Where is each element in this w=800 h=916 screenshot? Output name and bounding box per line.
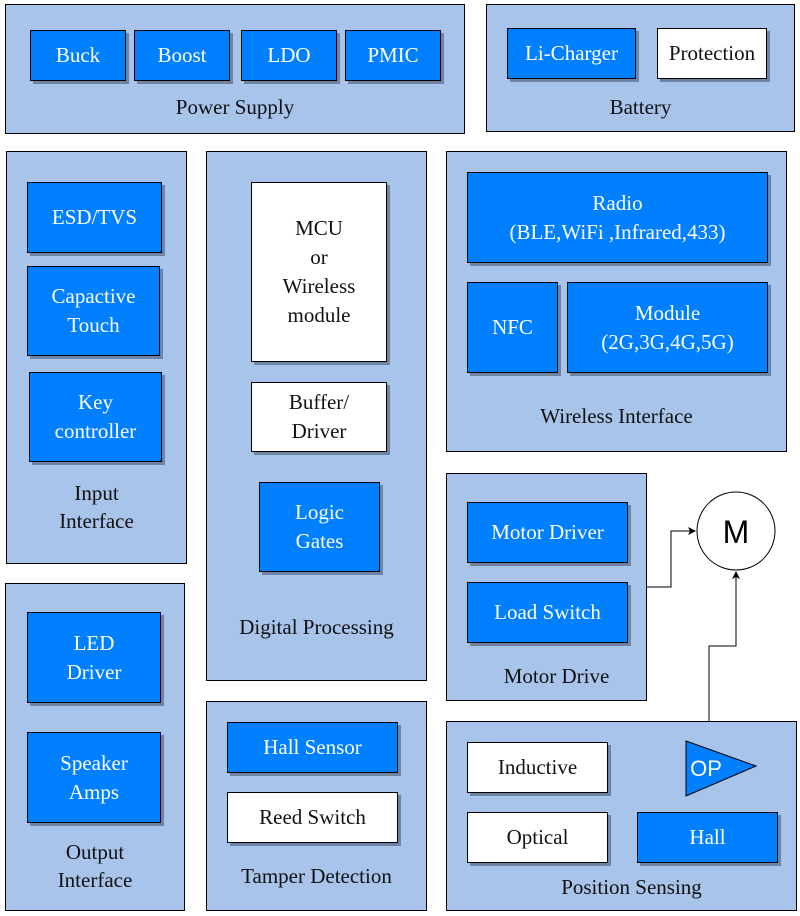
block-hall-sensor[interactable]: Hall Sensor (227, 722, 398, 773)
group-power-supply: Buck Boost LDO PMIC Power Supply (5, 4, 465, 134)
block-buck[interactable]: Buck (30, 30, 126, 81)
motor-icon[interactable]: M (696, 491, 776, 571)
group-title-battery: Battery (609, 95, 672, 119)
group-output-interface: LED Driver Speaker Amps Output Interface (5, 583, 185, 911)
connector-position-sensing-to-motor (708, 571, 740, 721)
group-title-output-interface: Output Interface (57, 840, 133, 892)
block-pmic[interactable]: PMIC (345, 30, 441, 81)
opamp-label: OP (690, 756, 722, 781)
block-buffer-driver[interactable]: Buffer/ Driver (251, 382, 387, 452)
block-mcu-wireless-module[interactable]: MCU or Wireless module (251, 182, 387, 362)
block-esd-tvs[interactable]: ESD/TVS (27, 182, 162, 253)
block-nfc[interactable]: NFC (467, 282, 558, 373)
connector-motor-drive-to-motor (647, 527, 696, 588)
block-capacitive-touch[interactable]: Capactive Touch (27, 266, 160, 356)
motor-label: M (723, 514, 750, 550)
group-title-tamper-detection: Tamper Detection (241, 864, 392, 888)
block-optical[interactable]: Optical (467, 812, 608, 863)
opamp-icon[interactable]: OP (685, 740, 758, 797)
group-title-power-supply: Power Supply (175, 95, 295, 119)
block-led-driver[interactable]: LED Driver (27, 612, 161, 703)
block-key-controller[interactable]: Key controller (29, 372, 162, 462)
block-li-charger[interactable]: Li-Charger (507, 28, 636, 79)
block-hall[interactable]: Hall (637, 812, 778, 863)
block-reed-switch[interactable]: Reed Switch (227, 792, 398, 843)
group-input-interface: ESD/TVS Capactive Touch Key controller I… (6, 151, 187, 564)
group-title-position-sensing: Position Sensing (561, 875, 702, 899)
block-ldo[interactable]: LDO (241, 30, 337, 81)
group-battery: Li-Charger Protection Battery (486, 4, 795, 132)
block-cellular-module[interactable]: Module (2G,3G,4G,5G) (567, 282, 768, 373)
group-title-input-interface: Input Interface (59, 481, 134, 533)
block-protection[interactable]: Protection (657, 28, 767, 79)
block-speaker-amps[interactable]: Speaker Amps (27, 732, 161, 823)
block-radio[interactable]: Radio (BLE,WiFi ,Infrared,433) (467, 172, 768, 263)
block-boost[interactable]: Boost (134, 30, 230, 81)
block-load-switch[interactable]: Load Switch (467, 582, 628, 643)
block-motor-driver[interactable]: Motor Driver (467, 502, 628, 563)
block-inductive[interactable]: Inductive (467, 742, 608, 793)
group-title-wireless-interface: Wireless Interface (540, 404, 693, 428)
group-digital-processing: MCU or Wireless module Buffer/ Driver Lo… (206, 151, 427, 681)
block-logic-gates[interactable]: Logic Gates (259, 482, 380, 572)
group-wireless-interface: Radio (BLE,WiFi ,Infrared,433) NFC Modul… (446, 151, 787, 452)
group-tamper-detection: Hall Sensor Reed Switch Tamper Detection (206, 701, 427, 911)
group-position-sensing: Inductive Optical Hall Position Sensing (446, 721, 797, 911)
group-title-motor-drive: Motor Drive (503, 664, 610, 688)
group-title-digital-processing: Digital Processing (239, 615, 394, 639)
group-motor-drive: Motor Driver Load Switch Motor Drive (446, 473, 647, 701)
